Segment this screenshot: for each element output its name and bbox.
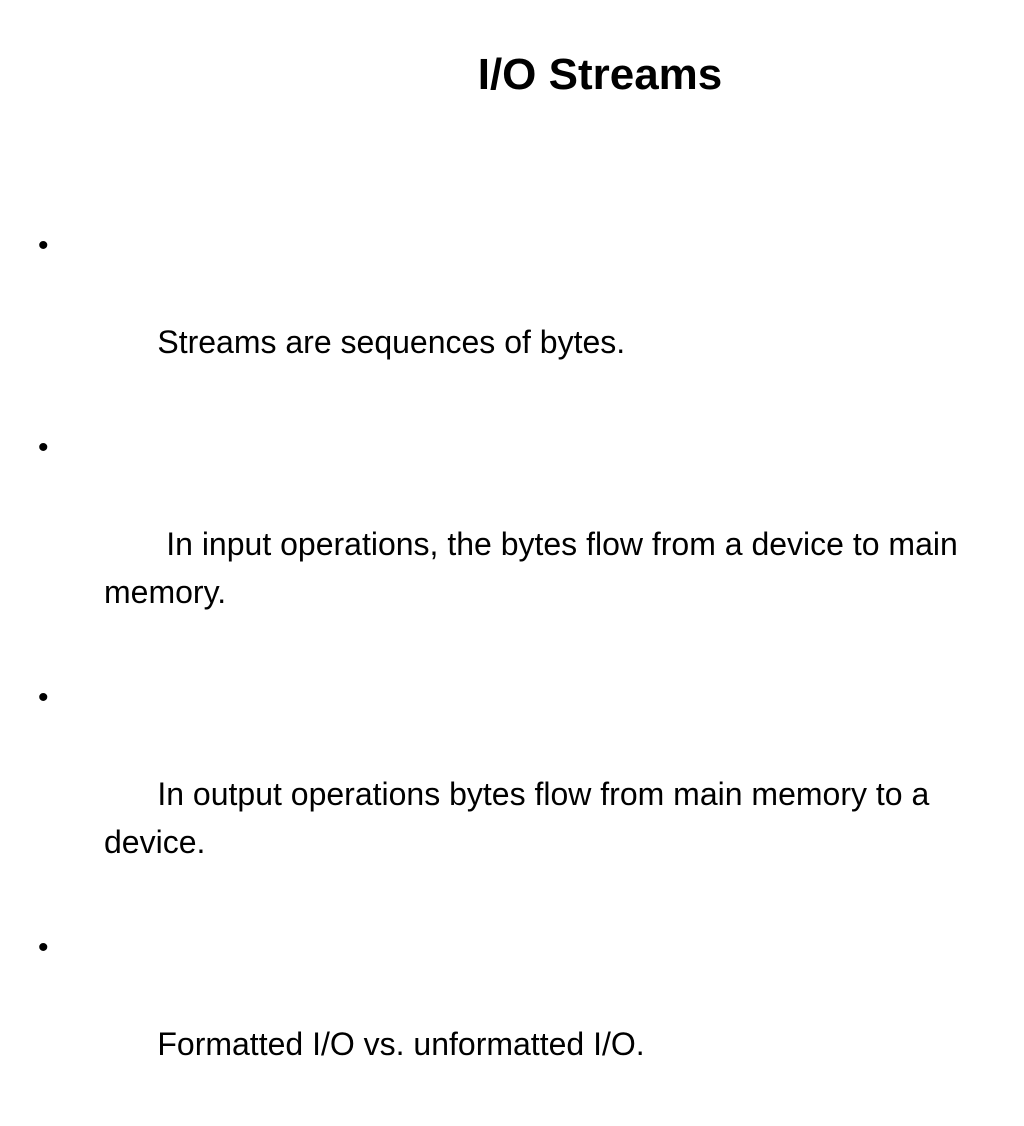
bullet-icon: • — [38, 931, 49, 964]
bullet-icon: • — [38, 431, 49, 464]
bullet-text: Formatted I/O vs. unformatted I/O. — [157, 1026, 645, 1062]
bullet-text: Streams are sequences of bytes. — [157, 324, 626, 360]
slide-title: I/O Streams — [477, 50, 723, 99]
slide: I/O Streams • Streams are sequences of b… — [38, 50, 958, 1062]
bullet-icon: • — [38, 681, 49, 714]
bullet-text: In input operations, the bytes flow from… — [104, 526, 967, 610]
bullet-item: • Formatted I/O vs. unformatted I/O. — [0, 924, 1024, 1116]
bullet-list: • Streams are sequences of bytes. • In i… — [0, 222, 1024, 1126]
bullet-icon: • — [38, 229, 49, 262]
bullet-item: • In output operations bytes flow from m… — [0, 674, 1024, 914]
bullet-item: • In input operations, the bytes flow fr… — [0, 424, 1024, 664]
bullet-item: • Streams are sequences of bytes. — [0, 222, 1024, 414]
bullet-text: In output operations bytes flow from mai… — [104, 776, 939, 860]
